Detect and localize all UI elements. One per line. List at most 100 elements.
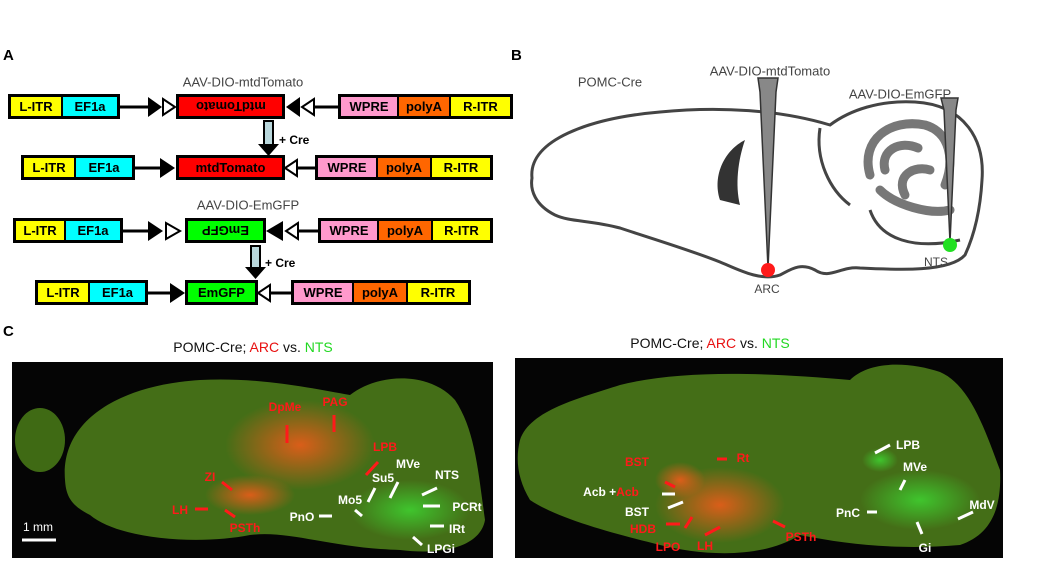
polya-segment: polyA bbox=[379, 221, 431, 240]
nts-injection-dot bbox=[943, 238, 957, 252]
terminator-block: WPRE polyA R-ITR bbox=[338, 94, 513, 119]
label-psth: PSTh bbox=[229, 521, 261, 535]
title-nts: NTS bbox=[304, 339, 333, 355]
label-gi: Gi bbox=[918, 541, 932, 555]
panel-label-c: C bbox=[3, 323, 14, 340]
loxp-open-triangle bbox=[162, 97, 177, 117]
left-white-pointer-lines bbox=[22, 481, 444, 547]
litr-segment: L-ITR bbox=[16, 221, 64, 240]
terminator-block: WPRE polyA R-ITR bbox=[291, 280, 471, 305]
right-red-pointer-lines bbox=[664, 457, 786, 537]
title-vs: vs. bbox=[279, 339, 305, 355]
label-lpgi: LPGi bbox=[426, 542, 456, 556]
litr-segment: L-ITR bbox=[11, 97, 61, 116]
label-pnc: PnC bbox=[836, 506, 860, 520]
label-mve: MVe bbox=[902, 460, 928, 474]
mtdtomato-inverted: mtdTomato bbox=[176, 94, 285, 119]
label-zi: ZI bbox=[204, 470, 216, 484]
label-irt: IRt bbox=[449, 522, 465, 536]
scale-bar-label: 1 mm bbox=[23, 520, 53, 534]
ef1a-segment: EF1a bbox=[76, 158, 132, 177]
litr-segment: L-ITR bbox=[38, 283, 88, 302]
emgfp-inverted: EmGFP bbox=[185, 218, 266, 243]
panel-label-a: A bbox=[3, 47, 14, 64]
terminator-block: WPRE polyA R-ITR bbox=[318, 218, 493, 243]
construct-title-emgfp: AAV-DIO-EmGFP bbox=[196, 197, 300, 213]
left-red-pointer-lines bbox=[195, 415, 380, 519]
polya-segment: polyA bbox=[399, 97, 449, 116]
construct-arrows bbox=[120, 97, 338, 303]
label-nts: NTS bbox=[435, 468, 459, 482]
ritr-segment: R-ITR bbox=[433, 221, 490, 240]
virus1-label: AAV-DIO-mtdTomato bbox=[709, 63, 831, 79]
nts-label: NTS bbox=[924, 255, 948, 269]
promoter-block: L-ITR EF1a bbox=[21, 155, 135, 180]
emgfp-recombined: EmGFP bbox=[185, 280, 258, 305]
title-nts: NTS bbox=[761, 335, 790, 351]
litr-segment: L-ITR bbox=[24, 158, 74, 177]
hippocampus-shape bbox=[717, 140, 745, 205]
cre-arrow-2 bbox=[245, 245, 266, 279]
title-arc: ARC bbox=[249, 339, 280, 355]
promoter-block: L-ITR EF1a bbox=[8, 94, 120, 119]
label-lh: LH bbox=[172, 503, 188, 517]
label-dpme: DpMe bbox=[268, 400, 302, 414]
label-rt: Rt bbox=[736, 451, 750, 465]
cre-arrow-1 bbox=[258, 120, 279, 156]
arc-label: ARC bbox=[754, 282, 780, 296]
cre-label-2: + Cre bbox=[265, 256, 296, 270]
left-image-title: POMC-Cre; ARC vs. NTS bbox=[173, 339, 332, 355]
label-su5: Su5 bbox=[371, 471, 395, 485]
ef1a-segment: EF1a bbox=[63, 97, 117, 116]
label-mdv: MdV bbox=[969, 498, 995, 512]
title-prefix: POMC-Cre; bbox=[173, 339, 250, 355]
brain-schematic bbox=[530, 77, 984, 279]
promoter-block: L-ITR EF1a bbox=[35, 280, 148, 305]
right-image-title: POMC-Cre; ARC vs. NTS bbox=[630, 335, 789, 351]
title-vs: vs. bbox=[736, 335, 762, 351]
mtdtomato-recombined: mtdTomato bbox=[176, 155, 285, 180]
label-acb: Acb +Acb bbox=[583, 485, 639, 499]
label-hdb: HDB bbox=[630, 522, 656, 536]
terminator-block: WPRE polyA R-ITR bbox=[315, 155, 493, 180]
ritr-segment: R-ITR bbox=[408, 283, 468, 302]
label-psth: PSTh bbox=[785, 530, 817, 544]
label-lpb: LPB bbox=[896, 438, 920, 452]
label-acb-red: Acb bbox=[616, 485, 639, 499]
right-white-pointer-lines bbox=[662, 443, 974, 535]
injection-needle-nts bbox=[940, 97, 959, 243]
ef1a-segment: EF1a bbox=[90, 283, 145, 302]
ritr-segment: R-ITR bbox=[432, 158, 490, 177]
label-bst-white: BST bbox=[625, 505, 649, 519]
title-arc: ARC bbox=[706, 335, 737, 351]
label-pcrt: PCRt bbox=[452, 500, 482, 514]
mouse-line-label: POMC-Cre bbox=[577, 74, 643, 90]
cre-label-1: + Cre bbox=[279, 133, 310, 147]
label-bst-red: BST bbox=[625, 455, 649, 469]
arc-injection-dot bbox=[761, 263, 775, 277]
label-mve: MVe bbox=[395, 457, 421, 471]
injection-needle-arc bbox=[757, 77, 779, 269]
wpre-segment: WPRE bbox=[321, 221, 377, 240]
wpre-segment: WPRE bbox=[318, 158, 376, 177]
label-pag: PAG bbox=[322, 395, 348, 409]
title-prefix: POMC-Cre; bbox=[630, 335, 707, 351]
ritr-segment: R-ITR bbox=[451, 97, 510, 116]
virus2-label: AAV-DIO-EmGFP bbox=[848, 86, 952, 102]
label-acb-white: Acb + bbox=[583, 485, 617, 499]
label-mo5: Mo5 bbox=[338, 493, 362, 507]
label-lpo: LPO bbox=[655, 540, 681, 554]
construct-title-mtdtomato: AAV-DIO-mtdTomato bbox=[182, 74, 304, 90]
loxp-filled-triangle bbox=[148, 97, 162, 117]
polya-segment: polyA bbox=[354, 283, 406, 302]
label-lpb: LPB bbox=[373, 440, 397, 454]
panel-label-b: B bbox=[511, 47, 522, 64]
promoter-block: L-ITR EF1a bbox=[13, 218, 123, 243]
wpre-segment: WPRE bbox=[341, 97, 397, 116]
label-lh: LH bbox=[697, 539, 713, 553]
wpre-segment: WPRE bbox=[294, 283, 352, 302]
label-pno: PnO bbox=[289, 510, 315, 524]
polya-segment: polyA bbox=[378, 158, 430, 177]
